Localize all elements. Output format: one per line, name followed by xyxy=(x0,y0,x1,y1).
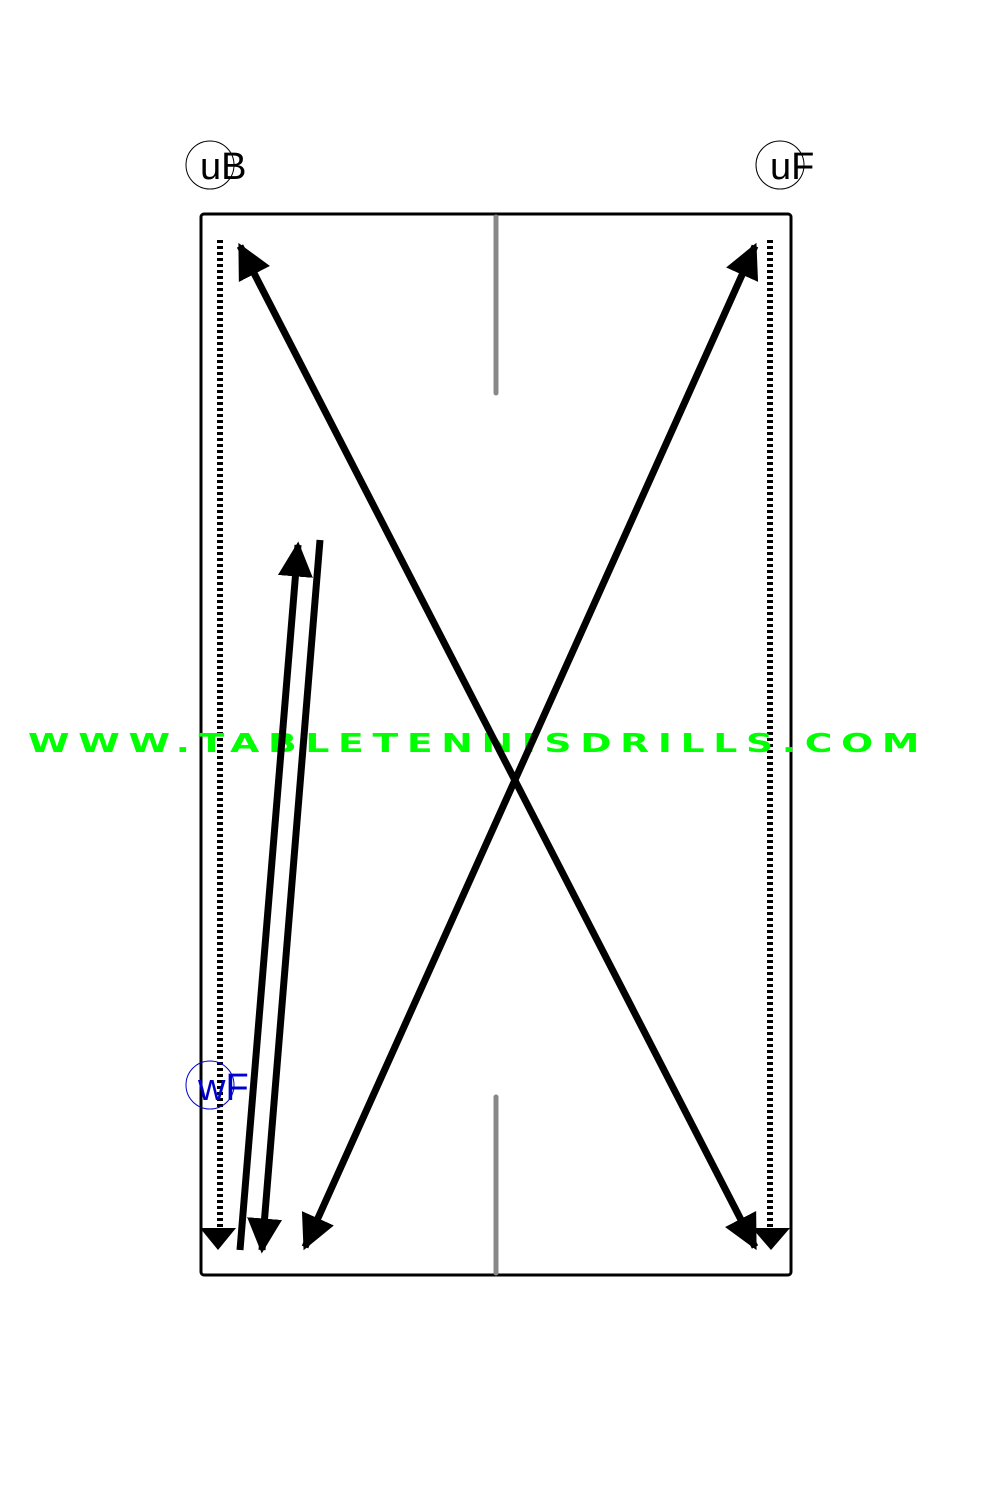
player-label-top-right: uF xyxy=(770,146,814,188)
player-label-top-left: uB xyxy=(200,146,246,188)
arrowhead-left-end xyxy=(200,1228,236,1250)
player-marker-bottom-left xyxy=(185,1060,235,1110)
player-marker-top-left xyxy=(185,140,235,190)
player-label-bottom-left: wF xyxy=(197,1067,249,1109)
watermark-text: WWW.TABLETENNISDRILLS.COM xyxy=(28,729,928,759)
arrow-down-left xyxy=(247,539,324,1254)
arrowhead-right-end xyxy=(752,1228,790,1250)
arrow-diagonal-top-right-to-bottom-left xyxy=(301,242,759,1251)
arrow-up-left xyxy=(236,541,313,1251)
player-marker-top-right xyxy=(755,140,805,190)
